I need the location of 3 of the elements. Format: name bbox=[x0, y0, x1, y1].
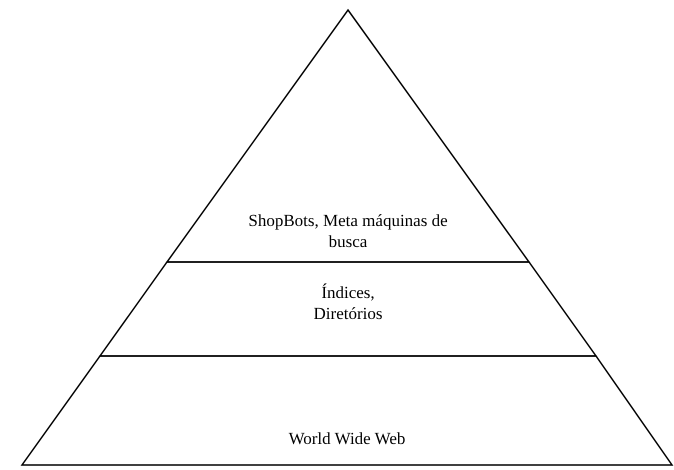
tier-label: Índices, Diretórios bbox=[312, 282, 384, 324]
tier-label: World Wide Web bbox=[288, 428, 406, 449]
tier-label: ShopBots, Meta máquinas de busca bbox=[248, 210, 448, 252]
